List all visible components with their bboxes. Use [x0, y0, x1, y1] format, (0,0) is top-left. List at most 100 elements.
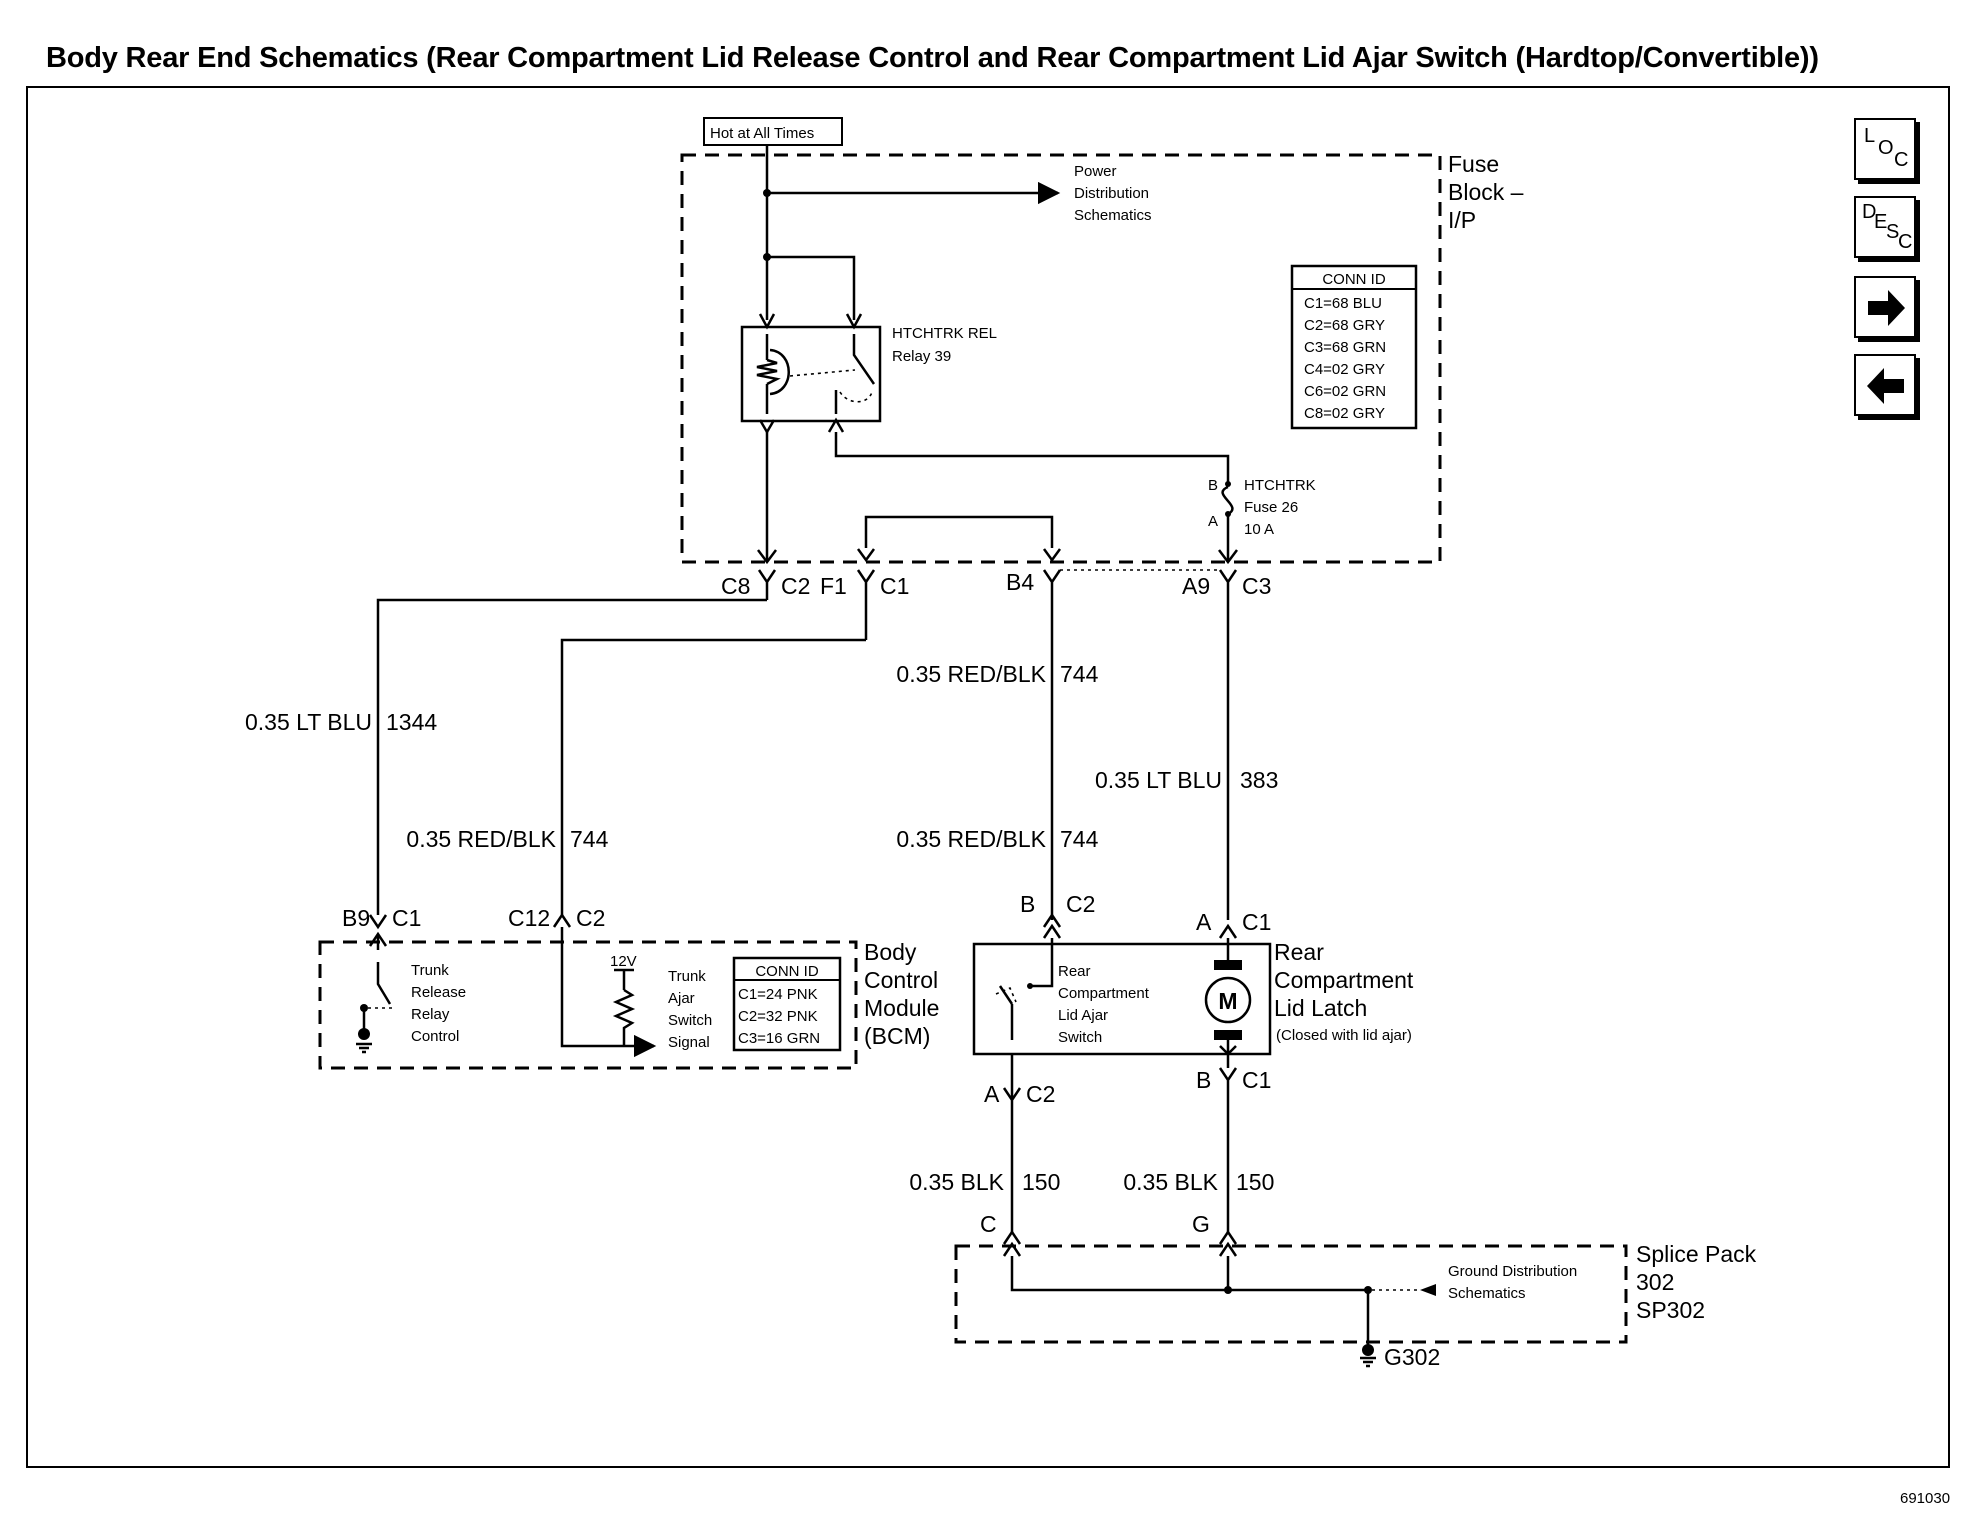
wire-744-bcm-circuit: 744 [570, 826, 609, 852]
splice-dot [1224, 1286, 1232, 1294]
conn-id-header: CONN ID [1322, 271, 1386, 288]
internal-jumper-wire [864, 515, 1054, 548]
latch-conn-c2-bottom: C2 [1026, 1081, 1055, 1107]
relay-output-to-fuse-wire [834, 432, 1230, 484]
latch-connector-b [1042, 912, 1062, 939]
latch-pin-a-top: A [1196, 909, 1212, 935]
conn-id-row: C1=68 BLU [1304, 295, 1382, 312]
relay-pin [758, 313, 776, 330]
next-page-button[interactable] [1854, 276, 1916, 338]
loc-letter-o: O [1878, 137, 1894, 159]
power-source-box [703, 117, 843, 146]
splice-pin-c: C [980, 1211, 997, 1237]
connector-label-c8: C8 [721, 573, 750, 599]
motor-icon [1204, 976, 1252, 1024]
relay-name: HTCHTRK REL [892, 325, 997, 342]
splice-pack-boundary [954, 1244, 1628, 1344]
ajar-switch-wire [1030, 938, 1054, 988]
wire-1344-circuit: 1344 [386, 709, 437, 735]
fuse-name: HTCHTRK [1244, 477, 1316, 494]
trunk-release-switch [376, 962, 392, 1005]
wire-744-upper-color: 0.35 RED/BLK [896, 661, 1046, 687]
fuse-block-boundary [680, 153, 1442, 564]
latch-conn-c1-top: C1 [1242, 909, 1271, 935]
latch-connector-a [1218, 923, 1238, 939]
ground-distribution-line1: Ground Distribution [1448, 1263, 1577, 1280]
bcm-name-line2: Control [864, 967, 938, 993]
fuse-pin-b: B [1208, 477, 1218, 494]
wire-150-a [1002, 1054, 1022, 1232]
bcm-boundary [318, 940, 858, 1070]
conn-id-table [1290, 264, 1418, 430]
latch-pin-a-bottom: A [984, 1081, 1000, 1107]
bcm-connector-label-c12: C12 [508, 905, 550, 931]
trunk-ajar-signal-wire [560, 927, 657, 1058]
bcm-conn-id-row: C1=24 PNK [738, 986, 818, 1003]
splice-pin-c-symbol [1002, 1229, 1022, 1257]
desc-letter-s: S [1886, 221, 1900, 243]
ground-icon [358, 1028, 370, 1040]
trunk-release-line3: Relay [411, 1006, 450, 1023]
trunk-release-pin [368, 931, 388, 950]
description-button[interactable]: D E S C [1854, 196, 1916, 258]
bcm-name-line1: Body [864, 939, 917, 965]
motor-brush [1214, 960, 1242, 970]
relay-pin [845, 313, 863, 330]
splice-pack-line1: Splice Pack [1636, 1241, 1757, 1267]
ajar-switch-line2: Compartment [1058, 985, 1150, 1002]
wire-150-b-color: 0.35 BLK [1123, 1169, 1218, 1195]
relay-switch-arm [852, 334, 876, 385]
splice-pin-g-symbol [1218, 1229, 1238, 1257]
location-button[interactable]: L O C [1854, 118, 1916, 180]
relay-coil-resistor [756, 358, 781, 386]
trunk-release-line1: Trunk [411, 962, 449, 979]
trunk-ajar-line4: Signal [668, 1034, 710, 1051]
latch-name-line1: Rear [1274, 939, 1324, 965]
wire-1344 [376, 598, 767, 915]
conn-id-row: C3=68 GRN [1304, 339, 1386, 356]
connector-pin [1218, 549, 1238, 565]
ajar-switch-arm [998, 985, 1014, 1005]
wire-383-color: 0.35 LT BLU [1095, 767, 1222, 793]
figure-number: 691030 [1900, 1490, 1951, 1507]
bcm-conn-id-header: CONN ID [755, 963, 819, 980]
relay-coil-icon [769, 348, 790, 396]
fuse-block-line3: I/P [1448, 207, 1476, 233]
loc-letter-l: L [1864, 125, 1876, 147]
wire-744-lower-circuit: 744 [1060, 826, 1099, 852]
splice-pin-g: G [1192, 1211, 1210, 1237]
latch-note: (Closed with lid ajar) [1276, 1027, 1412, 1044]
relay-return-spring [839, 391, 873, 403]
loc-letter-c: C [1894, 149, 1909, 171]
diagram-frame [26, 86, 1950, 1468]
wire-744-lower-color: 0.35 RED/BLK [896, 826, 1046, 852]
connector-pin [1042, 548, 1062, 563]
fuse-pin-a: A [1208, 513, 1218, 530]
relay-number: Relay 39 [892, 348, 951, 365]
bcm-conn-id-table [732, 956, 842, 1052]
connector-label-a9: A9 [1182, 573, 1210, 599]
connector-label-c1: C1 [880, 573, 909, 599]
wire-150-a-color: 0.35 BLK [909, 1169, 1004, 1195]
trunk-release-line4: Control [411, 1028, 459, 1045]
bcm-name-line3: Module [864, 995, 939, 1021]
trunk-ajar-line3: Switch [668, 1012, 712, 1029]
ground-icon [1360, 1356, 1376, 1368]
fuse-number: Fuse 26 [1244, 499, 1298, 516]
power-distribution-line3: Schematics [1074, 207, 1152, 224]
fuse-block-line1: Fuse [1448, 151, 1499, 177]
ajar-switch-linkage [995, 986, 1017, 1003]
bcm-conn-id-row: C3=16 GRN [738, 1030, 820, 1047]
previous-page-button[interactable] [1854, 354, 1916, 416]
ground-bus [1010, 1256, 1370, 1342]
arrow-left-icon [1867, 368, 1904, 404]
fuse-terminal [1225, 481, 1231, 487]
arrow-right-icon [1868, 290, 1905, 326]
latch-pin-b-top: B [1020, 891, 1035, 917]
switch-contact [1027, 983, 1033, 989]
connector-pin [757, 549, 777, 565]
desc-letter-e: E [1874, 211, 1888, 233]
desc-letter-c: C [1898, 231, 1913, 253]
fuse-symbol [1221, 485, 1234, 516]
connector-f1 [856, 569, 876, 640]
